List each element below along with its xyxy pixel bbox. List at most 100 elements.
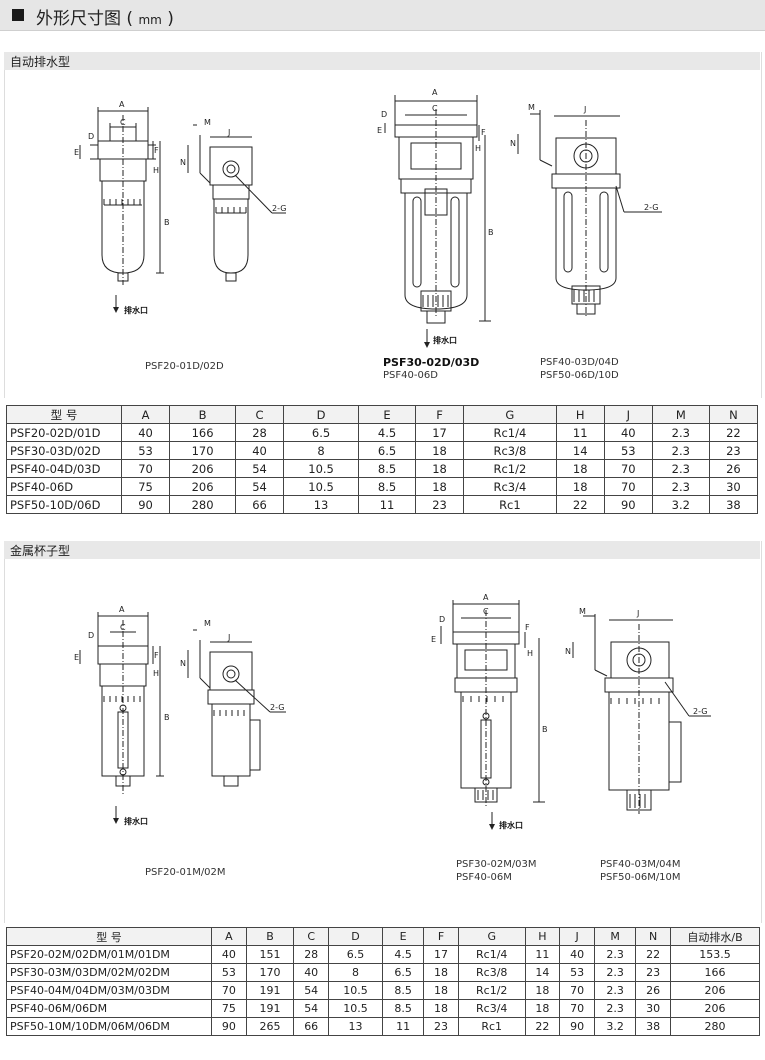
cell: 265	[245, 1017, 295, 1036]
cell: 10.5	[283, 477, 360, 496]
dim-e-label: E	[74, 148, 79, 157]
col-model: 型 号	[6, 405, 122, 424]
cell-model: PSF50-10D/06D	[6, 495, 122, 514]
dim-m-label: M	[204, 118, 211, 127]
cell: 8	[283, 441, 360, 460]
col-j: J	[559, 927, 596, 946]
cell: 70	[559, 981, 596, 1000]
cell: Rc3/8	[457, 963, 526, 982]
dim-a-label: A	[119, 605, 125, 614]
table-row: PSF30-03D/02D 53 170 40 8 6.5 18 Rc3/8 1…	[6, 441, 759, 460]
dim-m-label: M	[528, 103, 535, 112]
cell: 206	[169, 459, 237, 478]
dim-j-label: J	[583, 105, 586, 114]
col-h: H	[555, 405, 605, 424]
cell: 2.3	[651, 477, 710, 496]
cell: 54	[293, 981, 330, 1000]
cell: 22	[635, 945, 671, 964]
cell: 11	[382, 1017, 425, 1036]
dim-n-label: N	[565, 647, 571, 656]
cell: 40	[293, 963, 330, 982]
col-c: C	[293, 927, 330, 946]
cell-model: PSF40-04M/04DM/03M/03DM	[6, 981, 212, 1000]
cell: Rc3/8	[463, 441, 557, 460]
table-row: PSF40-04D/03D 70 206 54 10.5 8.5 18 Rc1/…	[6, 459, 759, 478]
dim-c-label: C	[483, 607, 489, 616]
cell: 26	[708, 459, 759, 478]
table-row: PSF20-02D/01D 40 166 28 6.5 4.5 17 Rc1/4…	[6, 423, 759, 442]
table-header-row: 型 号 A B C D E F G H J M N	[6, 405, 759, 424]
caption-psf40-d: PSF40-03D/04D PSF50-06D/10D	[540, 356, 619, 382]
col-a: A	[120, 405, 171, 424]
dim-g-label: 2-G	[270, 703, 284, 712]
cell: 18	[555, 477, 605, 496]
cell: 53	[211, 963, 247, 982]
section2-bar: 金属杯子型	[4, 541, 760, 559]
dim-n-label: N	[180, 158, 186, 167]
col-b: B	[169, 405, 237, 424]
cell: 2.3	[594, 963, 637, 982]
cell: 191	[245, 981, 295, 1000]
cell: 3.2	[651, 495, 710, 514]
cell: 10.5	[328, 981, 384, 1000]
section1-bar: 自动排水型	[4, 52, 760, 70]
cell: 70	[120, 459, 171, 478]
cell: 30	[635, 999, 671, 1018]
cell-model: PSF30-03D/02D	[6, 441, 122, 460]
cell: 18	[555, 459, 605, 478]
dim-g-label: 2-G	[693, 707, 707, 716]
caption-psf30-m: PSF30-02M/03M PSF40-06M	[456, 858, 537, 884]
cell: 23	[635, 963, 671, 982]
cell: 206	[670, 999, 760, 1018]
caption-psf30-m-line2: PSF40-06M	[456, 872, 512, 883]
cell: 23	[708, 441, 759, 460]
dim-a-label: A	[483, 593, 489, 602]
caption-psf20-m: PSF20-01M/02M	[145, 867, 226, 878]
cell-model: PSF40-06M/06DM	[6, 999, 212, 1018]
cell: 8.5	[358, 477, 417, 496]
cell: 22	[708, 423, 759, 442]
dim-g-label: 2-G	[272, 204, 286, 213]
col-m: M	[594, 927, 637, 946]
dim-b-label: B	[164, 713, 170, 722]
spec-table-section1: 型 号 A B C D E F G H J M N PSF20-02D/01D …	[6, 405, 759, 514]
cell-model: PSF40-06D	[6, 477, 122, 496]
cell: 8	[328, 963, 384, 982]
col-g: G	[463, 405, 557, 424]
cell: 2.3	[594, 945, 637, 964]
cell: 23	[415, 495, 465, 514]
dim-h-label: H	[153, 669, 159, 678]
col-a: A	[211, 927, 247, 946]
drain-label: 排水口	[124, 816, 148, 826]
dim-h-label: H	[153, 166, 159, 175]
drawing-psf30-m: A C D E F H B 排水口	[431, 593, 548, 830]
dim-e-label: E	[74, 653, 79, 662]
dim-m-label: M	[579, 607, 586, 616]
cell: 30	[708, 477, 759, 496]
cell: 40	[235, 441, 285, 460]
cell: 53	[559, 963, 596, 982]
dim-n-label: N	[180, 659, 186, 668]
dim-m-label: M	[204, 619, 211, 628]
col-e: E	[382, 927, 425, 946]
page-header: 外形尺寸图 ( mm )	[0, 0, 765, 31]
table-row: PSF40-06D 75 206 54 10.5 8.5 18 Rc3/4 18…	[6, 477, 759, 496]
dim-j-label: J	[227, 633, 230, 642]
cell: 170	[169, 441, 237, 460]
dim-b-label: B	[164, 218, 170, 227]
drawing-psf20-m: A C D E F H B M J N 2-G 排水口	[74, 605, 286, 826]
dim-b-label: B	[542, 725, 548, 734]
cell: 75	[120, 477, 171, 496]
cell: 70	[559, 999, 596, 1018]
drawing-psf40-d: M J N 2-G	[510, 103, 662, 316]
cell: 38	[708, 495, 759, 514]
cell: 40	[559, 945, 596, 964]
cell: 6.5	[358, 441, 417, 460]
caption-psf40-d-line1: PSF40-03D/04D	[540, 357, 619, 368]
cell: 191	[245, 999, 295, 1018]
square-bullet-icon	[12, 9, 24, 21]
cell: 66	[235, 495, 285, 514]
cell: 18	[524, 981, 561, 1000]
dim-h-label: H	[475, 144, 481, 153]
cell: 11	[358, 495, 417, 514]
